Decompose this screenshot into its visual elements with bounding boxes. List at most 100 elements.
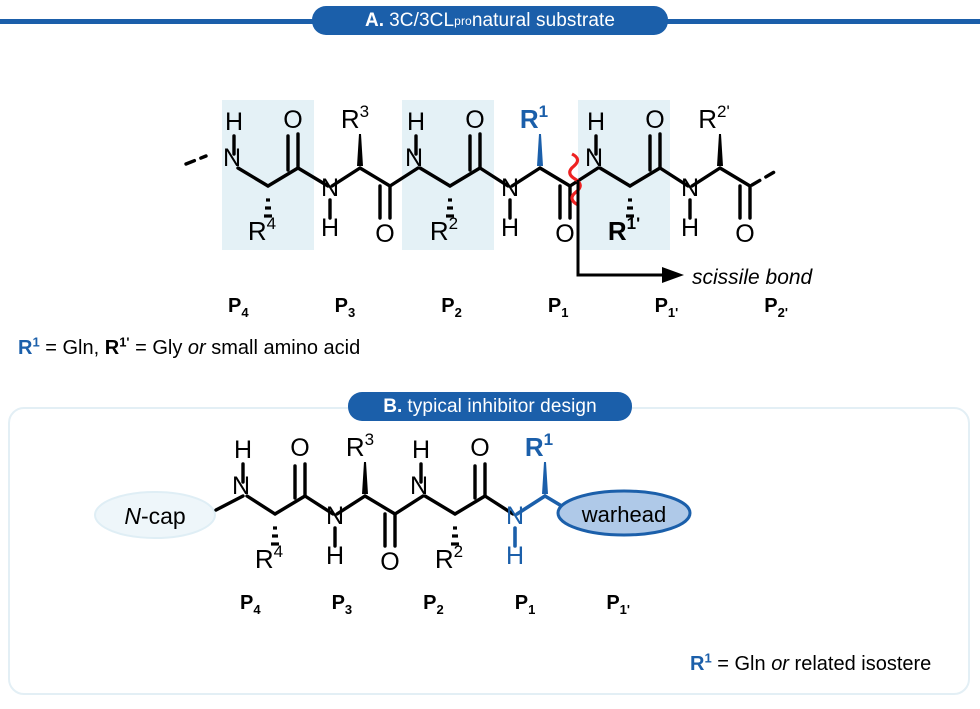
position-label-p2prime: P2' [764, 295, 788, 320]
pocket-p2 [402, 100, 494, 250]
panel-b-footnote: R1 = Gln or related isostere [690, 650, 932, 676]
stereo-p3 [357, 134, 363, 166]
position-labelb-p2: P2 [423, 592, 444, 617]
atomb-o-p4: O [290, 434, 309, 462]
atom-o-p1prime: O [645, 106, 664, 134]
position-labelb-p4: P4 [240, 592, 261, 617]
bondb-ca3-c3 [363, 494, 397, 516]
atomb-n-p4: N [232, 472, 250, 500]
bondb-n1-ca1 [515, 494, 547, 516]
sidechainb-p4: R4 [255, 542, 283, 574]
legend-equals-1: = [45, 337, 57, 359]
bond-ca1p-c1p [628, 166, 662, 188]
panel-a-title-suffix: natural substrate [471, 9, 616, 31]
position-labelb-p1prime: P1' [606, 592, 630, 617]
atom-n-p2prime: N [681, 174, 699, 202]
position-label-p4: P4 [228, 295, 249, 320]
atomb-h-p1: H [506, 542, 524, 570]
panel-a-structure: H N O N H O H N O N H O H N O N H O R4 R… [184, 100, 814, 289]
sidechainb-p1: R1 [525, 430, 553, 462]
legend-r1-symbol: R1 [18, 334, 40, 359]
bond-n4-ca4 [236, 166, 270, 188]
bondb-n2-ca2 [423, 494, 457, 516]
position-labelb-p1: P1 [514, 592, 536, 617]
bond-n3-ca3 [330, 166, 362, 188]
panel-b-title-prefix: B. [383, 395, 403, 417]
scissile-bond-caption: scissile bond [692, 266, 814, 289]
bondb-c2-n1 [483, 494, 515, 516]
legend-r1-value: Gln [62, 337, 94, 359]
atom-o-p2prime: O [735, 220, 754, 248]
sidechainb-p2: R2 [435, 542, 463, 574]
footnote-equals: = [717, 653, 729, 675]
scissile-squiggle-icon [568, 152, 582, 207]
legend-or-word: or [187, 337, 206, 359]
panel-b-title-pill: B.typical inhibitor design [348, 392, 632, 421]
atom-h-p3: H [321, 214, 339, 242]
legend-r1prime-symbol: R1' [104, 334, 130, 359]
bondb-ca4-c4 [273, 494, 307, 516]
warhead-ellipse [556, 489, 692, 537]
panel-b-position-labels: P4 P3 P2 P1 P1' [240, 592, 630, 617]
atom-o-p4: O [283, 106, 302, 134]
bond-ncap-n4 [214, 494, 245, 512]
footnote-r1-symbol: R1 [690, 650, 712, 675]
bond-scissile [568, 166, 600, 188]
bond-c3-n2 [388, 166, 420, 188]
scissile-arrowhead-icon [662, 267, 684, 283]
position-label-p2: P2 [441, 295, 462, 320]
atom-h-p2prime: H [681, 214, 699, 242]
bondb-n4-ca4 [245, 494, 277, 516]
panel-a-title-text: 3C/3CL [389, 9, 455, 31]
atom-o-p2: O [465, 106, 484, 134]
sidechain-p1: R1 [520, 102, 548, 134]
atomb-h-p4: H [234, 436, 252, 464]
atom-n-p2: N [405, 144, 423, 172]
bond-ca2-c2 [448, 166, 482, 188]
ncap-ellipse [94, 491, 216, 539]
position-label-p1: P1 [547, 295, 569, 320]
bondb-n3-ca3 [335, 494, 367, 516]
bond-n1p-ca1p [598, 166, 632, 188]
panel-a-rule-left [0, 19, 320, 24]
stereo-p2 [446, 198, 454, 218]
panel-b-title-text: typical inhibitor design [407, 395, 597, 417]
stereob-p1 [542, 462, 548, 494]
bond-n2p-ca2p [690, 166, 722, 188]
atomb-n-p3: N [326, 502, 344, 530]
panel-a-title-prefix: A. [364, 9, 385, 31]
panel-b-structure: N-cap [94, 430, 692, 576]
footnote-tail: related isostere [794, 653, 932, 675]
bond-c2-n1 [478, 166, 510, 188]
scissile-pointer [576, 180, 666, 277]
panel-b-frame [8, 407, 970, 695]
atom-h-p1: H [501, 214, 519, 242]
atomb-n-p1: N [506, 502, 524, 530]
atom-n-p1prime: N [585, 144, 603, 172]
stereo-p1 [537, 134, 543, 166]
atomb-h-p2: H [412, 436, 430, 464]
pocket-p1prime [578, 100, 670, 250]
warhead-label: warhead [581, 502, 666, 527]
panel-a-position-labels: P4 P3 P2 P1 P1' P2' [228, 295, 788, 320]
atomb-o-p3: O [380, 548, 399, 576]
atom-h-p1prime: H [587, 108, 605, 136]
footnote-value: Gln [734, 653, 766, 675]
bond-ca1-c1 [538, 166, 572, 188]
bond-c1p-n2p [658, 166, 690, 188]
pocket-p4 [222, 100, 314, 250]
atomb-n-p2: N [410, 472, 428, 500]
sidechain-p3: R3 [341, 102, 369, 134]
atom-n-p4: N [223, 144, 241, 172]
bond-n2-ca2 [418, 166, 452, 188]
stereo-p2prime [717, 134, 723, 166]
legend-r1prime-value-a: Gly [152, 337, 183, 359]
bond-c4-n3 [296, 166, 330, 188]
sidechainb-p3: R3 [346, 430, 374, 462]
legend-equals-2: = [135, 337, 147, 359]
stereob-p3 [362, 462, 368, 494]
atom-o-p3: O [375, 220, 394, 248]
atom-h-p2: H [407, 108, 425, 136]
stereo-p4 [264, 198, 272, 218]
